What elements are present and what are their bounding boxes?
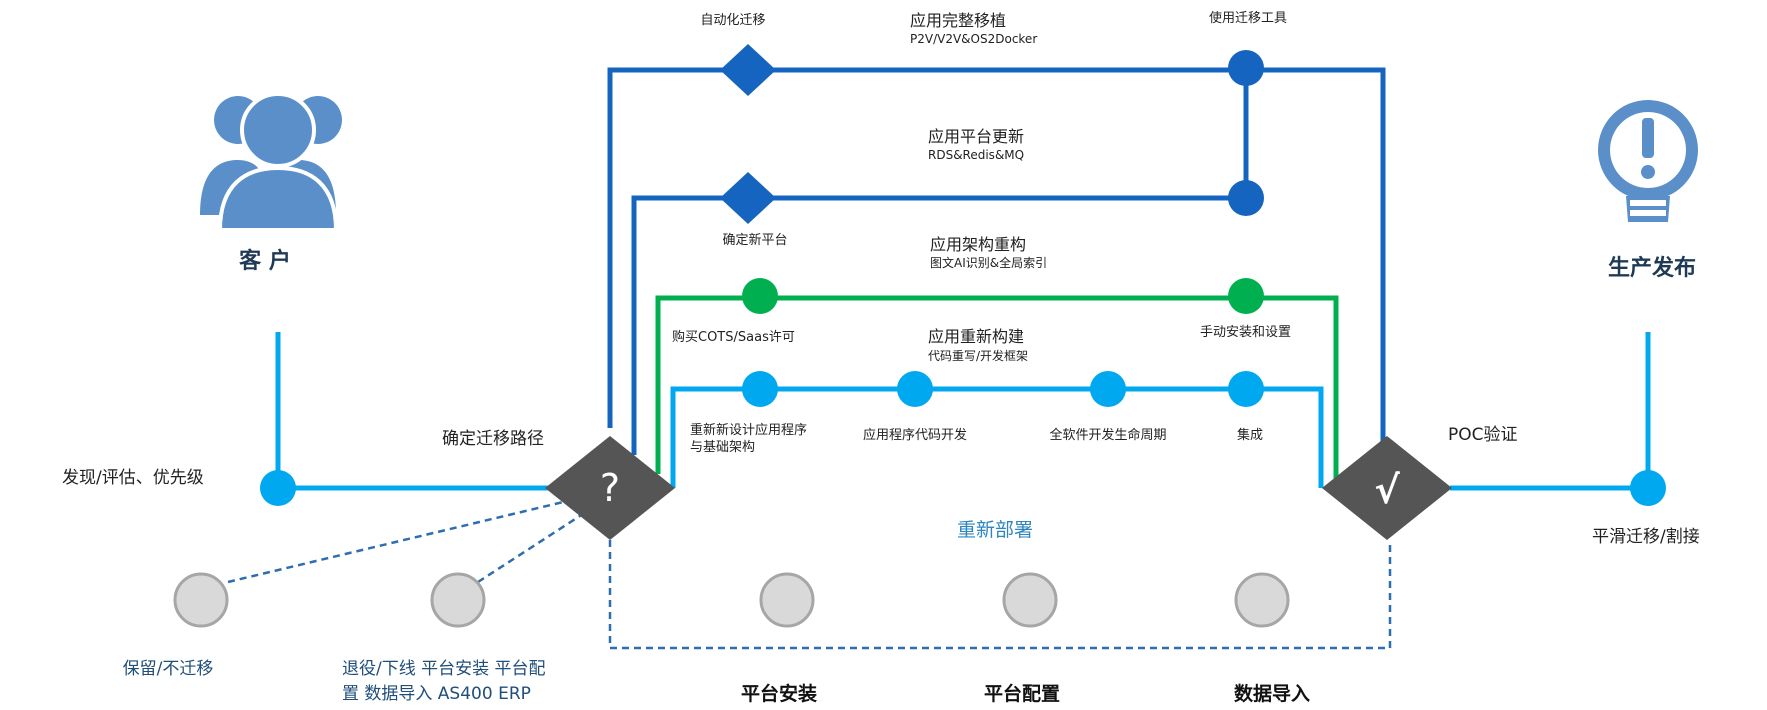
- customer-label: 客 户: [239, 248, 291, 274]
- redeploy-step-install: 平台安装: [741, 682, 817, 705]
- rehost-subtitle: P2V/V2V&OS2Docker: [910, 32, 1037, 46]
- retire-label-line2: 置 数据导入 AS400 ERP: [342, 684, 531, 704]
- retire-node: [430, 572, 486, 628]
- labels: ? √ 客 户 生产发布 发现/评估、优先级 确定迁移路径 POC验证 平滑迁移…: [62, 10, 1700, 705]
- rebuild-node-4: [1228, 371, 1264, 407]
- redeploy-label: 重新部署: [957, 519, 1033, 541]
- rebuild-title: 应用重新构建: [928, 327, 1024, 346]
- replatform-line: [631, 195, 1246, 455]
- repurchase-title: 应用架构重构: [930, 235, 1026, 254]
- repurchase-left-label: 购买COTS/Saas许可: [672, 329, 795, 345]
- repurchase-line: [655, 295, 1339, 480]
- discover-label: 发现/评估、优先级: [62, 468, 204, 488]
- question-mark: ?: [600, 466, 620, 510]
- rebuild-node-3: [1090, 371, 1126, 407]
- decision-diamond: [545, 436, 675, 540]
- retire-dashed: [477, 510, 587, 584]
- retain-label: 保留/不迁移: [123, 659, 214, 679]
- rehost-tool-label: 使用迁移工具: [1209, 10, 1287, 26]
- rehost-tool-node: [1228, 50, 1264, 86]
- rehost-node-label: 自动化迁移: [700, 13, 765, 28]
- retire-label-line1: 退役/下线 平台安装 平台配: [342, 659, 546, 679]
- retain-node: [173, 572, 229, 628]
- check-mark: √: [1374, 468, 1400, 512]
- redeploy-dashed-box: [608, 540, 1392, 650]
- users-icon: [200, 92, 342, 232]
- repurchase-right-label: 手动安装和设置: [1200, 325, 1291, 340]
- repurchase-left-node: [742, 278, 778, 314]
- retain-dashed: [227, 496, 581, 584]
- redeploy-step-import: 数据导入: [1234, 682, 1310, 705]
- lightbulb-exclamation-icon: [1598, 100, 1698, 222]
- connector-lines: [227, 67, 1651, 650]
- discover-node: [260, 470, 296, 506]
- rebuild-node-2: [897, 371, 933, 407]
- nodes: [173, 44, 1666, 628]
- rebuild-step-1a: 重新新设计应用程序: [690, 422, 807, 438]
- replatform-node-label: 确定新平台: [722, 232, 787, 248]
- rehost-auto-diamond: [720, 44, 776, 96]
- repurchase-right-node: [1228, 278, 1264, 314]
- replatform-diamond: [720, 172, 776, 224]
- rebuild-step-4: 集成: [1237, 427, 1263, 443]
- rebuild-node-1: [742, 371, 778, 407]
- rehost-title: 应用完整移植: [910, 11, 1006, 30]
- redeploy-node-import: [1234, 572, 1290, 628]
- poc-diamond: [1322, 436, 1452, 540]
- redeploy-step-config: 平台配置: [984, 682, 1060, 705]
- replatform-end-node: [1228, 180, 1264, 216]
- release-label: 生产发布: [1608, 255, 1696, 281]
- redeploy-node-config: [1002, 572, 1058, 628]
- rebuild-step-1b: 与基础架构: [690, 440, 755, 455]
- rebuild-subtitle: 代码重写/开发框架: [928, 348, 1028, 363]
- replatform-title: 应用平台更新: [928, 127, 1024, 146]
- rebuild-step-2: 应用程序代码开发: [863, 427, 967, 443]
- cutover-node: [1630, 470, 1666, 506]
- rebuild-step-3: 全软件开发生命周期: [1049, 427, 1166, 443]
- repurchase-subtitle: 图文AI识别&全局索引: [930, 255, 1047, 270]
- determine-path-label: 确定迁移路径: [442, 429, 544, 449]
- rebuild-line: [670, 386, 1324, 488]
- replatform-subtitle: RDS&Redis&MQ: [928, 148, 1024, 162]
- rehost-line: [607, 67, 1386, 450]
- poc-label: POC验证: [1448, 425, 1518, 445]
- redeploy-node-install: [759, 572, 815, 628]
- cutover-label: 平滑迁移/割接: [1592, 527, 1700, 547]
